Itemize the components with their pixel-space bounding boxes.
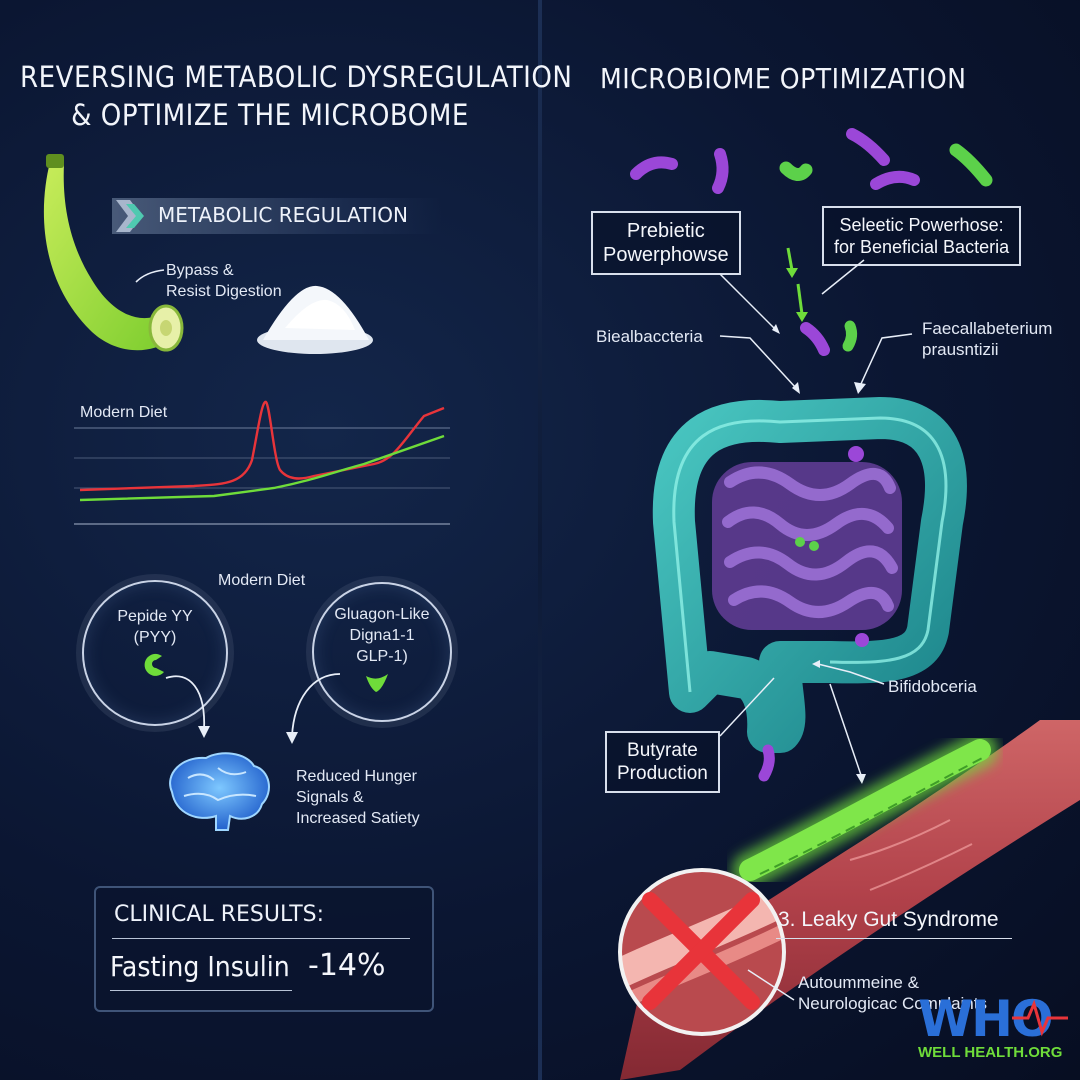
bifido-label: Bifidobceria xyxy=(888,677,977,696)
bacteria-icon xyxy=(630,156,678,180)
autoimmune-line-2: Neurologicac Complaints xyxy=(798,994,987,1013)
left-title: REVERSING METABOLIC DYSREGULATION & OPTI… xyxy=(20,58,573,134)
metabolic-regulation-label: METABOLIC REGULATION xyxy=(158,203,408,227)
leaky-gut-underline xyxy=(776,938,1012,939)
green-banana-icon xyxy=(43,154,184,352)
left-title-line-1: REVERSING METABOLIC DYSREGULATION xyxy=(20,60,573,94)
pointer-lines-top xyxy=(719,259,913,394)
clinical-results-heading: CLINICAL RESULTS: xyxy=(114,902,325,927)
digestion-label-line-1: Bypass & xyxy=(166,262,234,279)
right-title: MICROBIOME OPTIMIZATION xyxy=(600,62,967,95)
bacteria-icon xyxy=(949,143,993,187)
panel-divider xyxy=(538,0,542,1080)
clinical-results-box xyxy=(94,886,434,1012)
butyrate-line-2: Production xyxy=(617,763,708,784)
fasting-insulin-value: -14% xyxy=(308,948,386,983)
pointer-arrow xyxy=(135,269,165,283)
bacteria-icon xyxy=(855,633,869,647)
butyrate-pointers xyxy=(719,677,866,784)
satiety-label-line-1: Reduced Hunger xyxy=(296,768,417,785)
heartbeat-icon xyxy=(1012,999,1068,1037)
chevron-right-icon xyxy=(116,200,144,232)
butyrate-line-1: Butyrate xyxy=(627,740,698,761)
bacteria-right-label: Faecallabeterium prausntizii xyxy=(922,318,1052,360)
resistant-starch-line xyxy=(79,434,445,502)
fasting-insulin-label: Fasting Insulin xyxy=(110,950,290,983)
selective-line-1: Seleetic Powerhose: xyxy=(839,215,1004,235)
glp1-hormone-icon xyxy=(366,674,388,692)
metabolic-regulation-banner xyxy=(112,198,442,234)
modern-diet-line xyxy=(79,400,445,492)
pyy-label: Pepide YY (PYY) xyxy=(82,606,228,648)
bacteria-icon xyxy=(795,537,805,547)
bacteria-right-line-1: Faecallabeterium xyxy=(922,319,1053,338)
glp1-label-line-2: Digna1-1 xyxy=(349,627,415,644)
lone-bacteria-icon xyxy=(758,744,775,782)
glp1-circle xyxy=(312,582,452,722)
prebiotic-box: Prebietic Powerphowse xyxy=(591,211,741,275)
leaky-gut-zoom xyxy=(618,868,786,1036)
autoimmune-pointer xyxy=(747,969,795,1001)
glp1-label: Gluagon-Like Digna1-1 GLP-1) xyxy=(312,604,452,667)
green-arrows xyxy=(786,247,808,322)
pyy-hormone-icon xyxy=(144,653,164,676)
satiety-label-line-2: Signals & xyxy=(296,789,364,806)
watermark-logo: WHO xyxy=(918,990,1054,1048)
results-underline xyxy=(110,990,292,991)
bacteria-icon xyxy=(846,128,890,166)
pyy-label-line-1: Pepide YY xyxy=(117,608,193,625)
autoimmune-label: Autoummeine & Neurologicac Complaints xyxy=(798,972,987,1014)
satiety-label-line-3: Increased Satiety xyxy=(296,810,420,827)
hormone-heading: Modern Diet xyxy=(218,572,306,589)
prebiotic-line-1: Prebietic xyxy=(626,220,705,242)
pyy-circle xyxy=(82,580,228,726)
glp1-label-line-1: Gluagon-Like xyxy=(334,606,430,623)
bacteria-left-label: Biealbaccteria xyxy=(596,327,703,346)
descending-bacteria xyxy=(800,320,858,356)
selective-box: Seleetic Powerhose: for Beneficial Bacte… xyxy=(822,206,1022,266)
bifido-pointer xyxy=(812,660,885,685)
signal-arrows xyxy=(165,673,341,744)
bacteria-icon xyxy=(800,322,830,356)
floating-bacteria xyxy=(630,128,993,194)
intestine-illustration xyxy=(652,397,967,753)
pyy-label-line-2: (PYY) xyxy=(133,629,177,646)
digestion-label: Bypass & Resist Digestion xyxy=(166,260,282,302)
bacteria-icon xyxy=(848,446,864,462)
digestion-label-line-2: Resist Digestion xyxy=(166,283,282,300)
prebiotic-line-2: Powerphowse xyxy=(603,244,729,266)
starch-powder-icon xyxy=(257,285,373,354)
bacteria-icon xyxy=(870,170,920,190)
glp1-label-line-3: GLP-1) xyxy=(356,648,408,665)
autoimmune-line-1: Autoummeine & xyxy=(798,973,919,992)
left-title-line-2: & OPTIMIZE THE MICROBOME xyxy=(71,98,469,132)
watermark-caption: WELL HEALTH.ORG xyxy=(918,1044,1063,1061)
leaky-gut-label: 3. Leaky Gut Syndrome xyxy=(778,908,999,931)
cross-mark-icon xyxy=(642,892,760,1010)
bacteria-right-line-2: prausntizii xyxy=(922,340,999,359)
results-divider xyxy=(112,938,410,939)
butyrate-box: Butyrate Production xyxy=(605,731,720,793)
brain-icon xyxy=(169,752,270,831)
small-intestine xyxy=(712,462,902,630)
bacteria-icon xyxy=(809,541,819,551)
chart-label: Modern Diet xyxy=(80,404,168,421)
bacteria-icon xyxy=(779,161,813,181)
satiety-label: Reduced Hunger Signals & Increased Satie… xyxy=(296,766,420,829)
selective-line-2: for Beneficial Bacteria xyxy=(834,237,1010,257)
bacteria-icon xyxy=(842,320,858,352)
bacteria-icon xyxy=(712,148,729,194)
glucose-response-chart xyxy=(74,400,450,525)
